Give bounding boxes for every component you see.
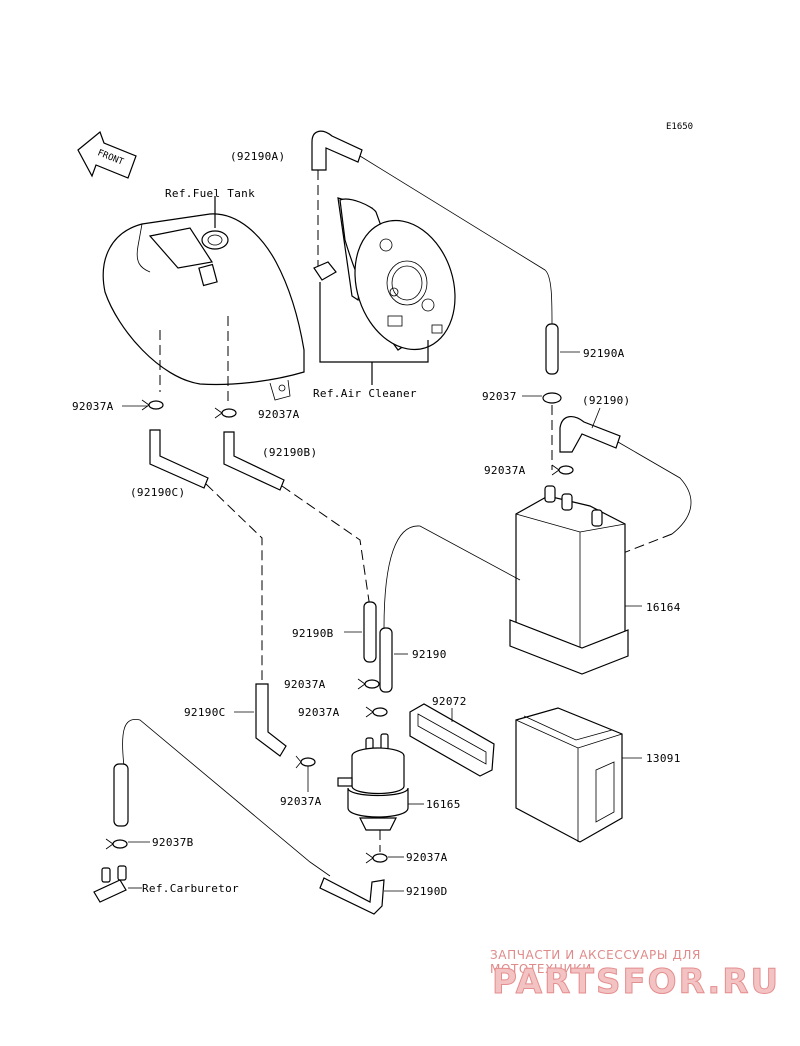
fuel-filter-16165-drawing: [337, 733, 409, 831]
hose-92190: [379, 627, 393, 693]
hose-left-vertical: [113, 763, 129, 827]
label-92190D: 92190D: [406, 885, 448, 898]
diagram-code: E1650: [666, 122, 693, 132]
clip-icon: [365, 706, 388, 718]
label-92190C-paren: (92190C): [130, 486, 185, 499]
bracket-92072-drawing: [409, 703, 495, 777]
ref-fuel-tank-label: Ref.Fuel Tank: [165, 187, 255, 200]
label-92037A-mid1: 92037A: [284, 678, 326, 691]
hose-92190C-upper: [149, 429, 209, 489]
hose-92190A-elbow: [311, 130, 363, 171]
label-92037A-bottom: 92037A: [406, 851, 448, 864]
label-16165: 16165: [426, 798, 461, 811]
front-arrow-icon: FRONT: [77, 130, 137, 179]
hose-92190B-upper: [223, 431, 285, 491]
clip-icon: [141, 399, 164, 411]
label-92037B: 92037B: [152, 836, 194, 849]
label-92037A-filter: 92037A: [280, 795, 322, 808]
label-92190-paren: (92190): [582, 394, 630, 407]
watermark-tagline: ЗАПЧАСТИ И АКСЕССУАРЫ ДЛЯ МОТОТЕХНИКИ: [490, 948, 701, 976]
label-92190B: 92190B: [292, 627, 334, 640]
clip-icon: [105, 838, 128, 850]
label-92190B-paren: (92190B): [262, 446, 317, 459]
hose-92190D: [319, 877, 385, 915]
label-92037A-tank: 92037A: [258, 408, 300, 421]
label-16164: 16164: [646, 601, 681, 614]
ref-air-cleaner-label: Ref.Air Cleaner: [313, 387, 417, 400]
label-92072: 92072: [432, 695, 467, 708]
clip-icon: [357, 678, 380, 690]
clip-icon: [542, 392, 562, 404]
fuel-tank-drawing: [102, 213, 305, 401]
cover-13091-drawing: [515, 707, 623, 843]
label-92190A-top: (92190A): [230, 150, 285, 163]
clip-icon: [214, 407, 237, 419]
ref-carburetor-label: Ref.Carburetor: [142, 882, 239, 895]
hose-92190A-straight: [545, 323, 559, 375]
clip-icon: [365, 852, 388, 864]
label-92190C: 92190C: [184, 706, 226, 719]
hose-92190B: [363, 601, 377, 663]
label-92190A-right: 92190A: [583, 347, 625, 360]
carburetor-fitting-drawing: [93, 865, 127, 903]
canister-16164-drawing: [509, 485, 629, 675]
clip-icon: [295, 755, 316, 769]
label-92037A-left: 92037A: [72, 400, 114, 413]
hose-92190-elbow: [559, 416, 621, 453]
watermark-logo: PARTSFOR.RU: [491, 962, 781, 1003]
hose-92190C: [255, 683, 287, 757]
air-cleaner-drawing: [313, 197, 456, 351]
clip-icon: [551, 464, 574, 476]
label-92037-top: 92037: [482, 390, 517, 403]
label-13091: 13091: [646, 752, 681, 765]
label-92037A-right-top: 92037A: [484, 464, 526, 477]
label-92037A-mid2: 92037A: [298, 706, 340, 719]
label-92190: 92190: [412, 648, 447, 661]
